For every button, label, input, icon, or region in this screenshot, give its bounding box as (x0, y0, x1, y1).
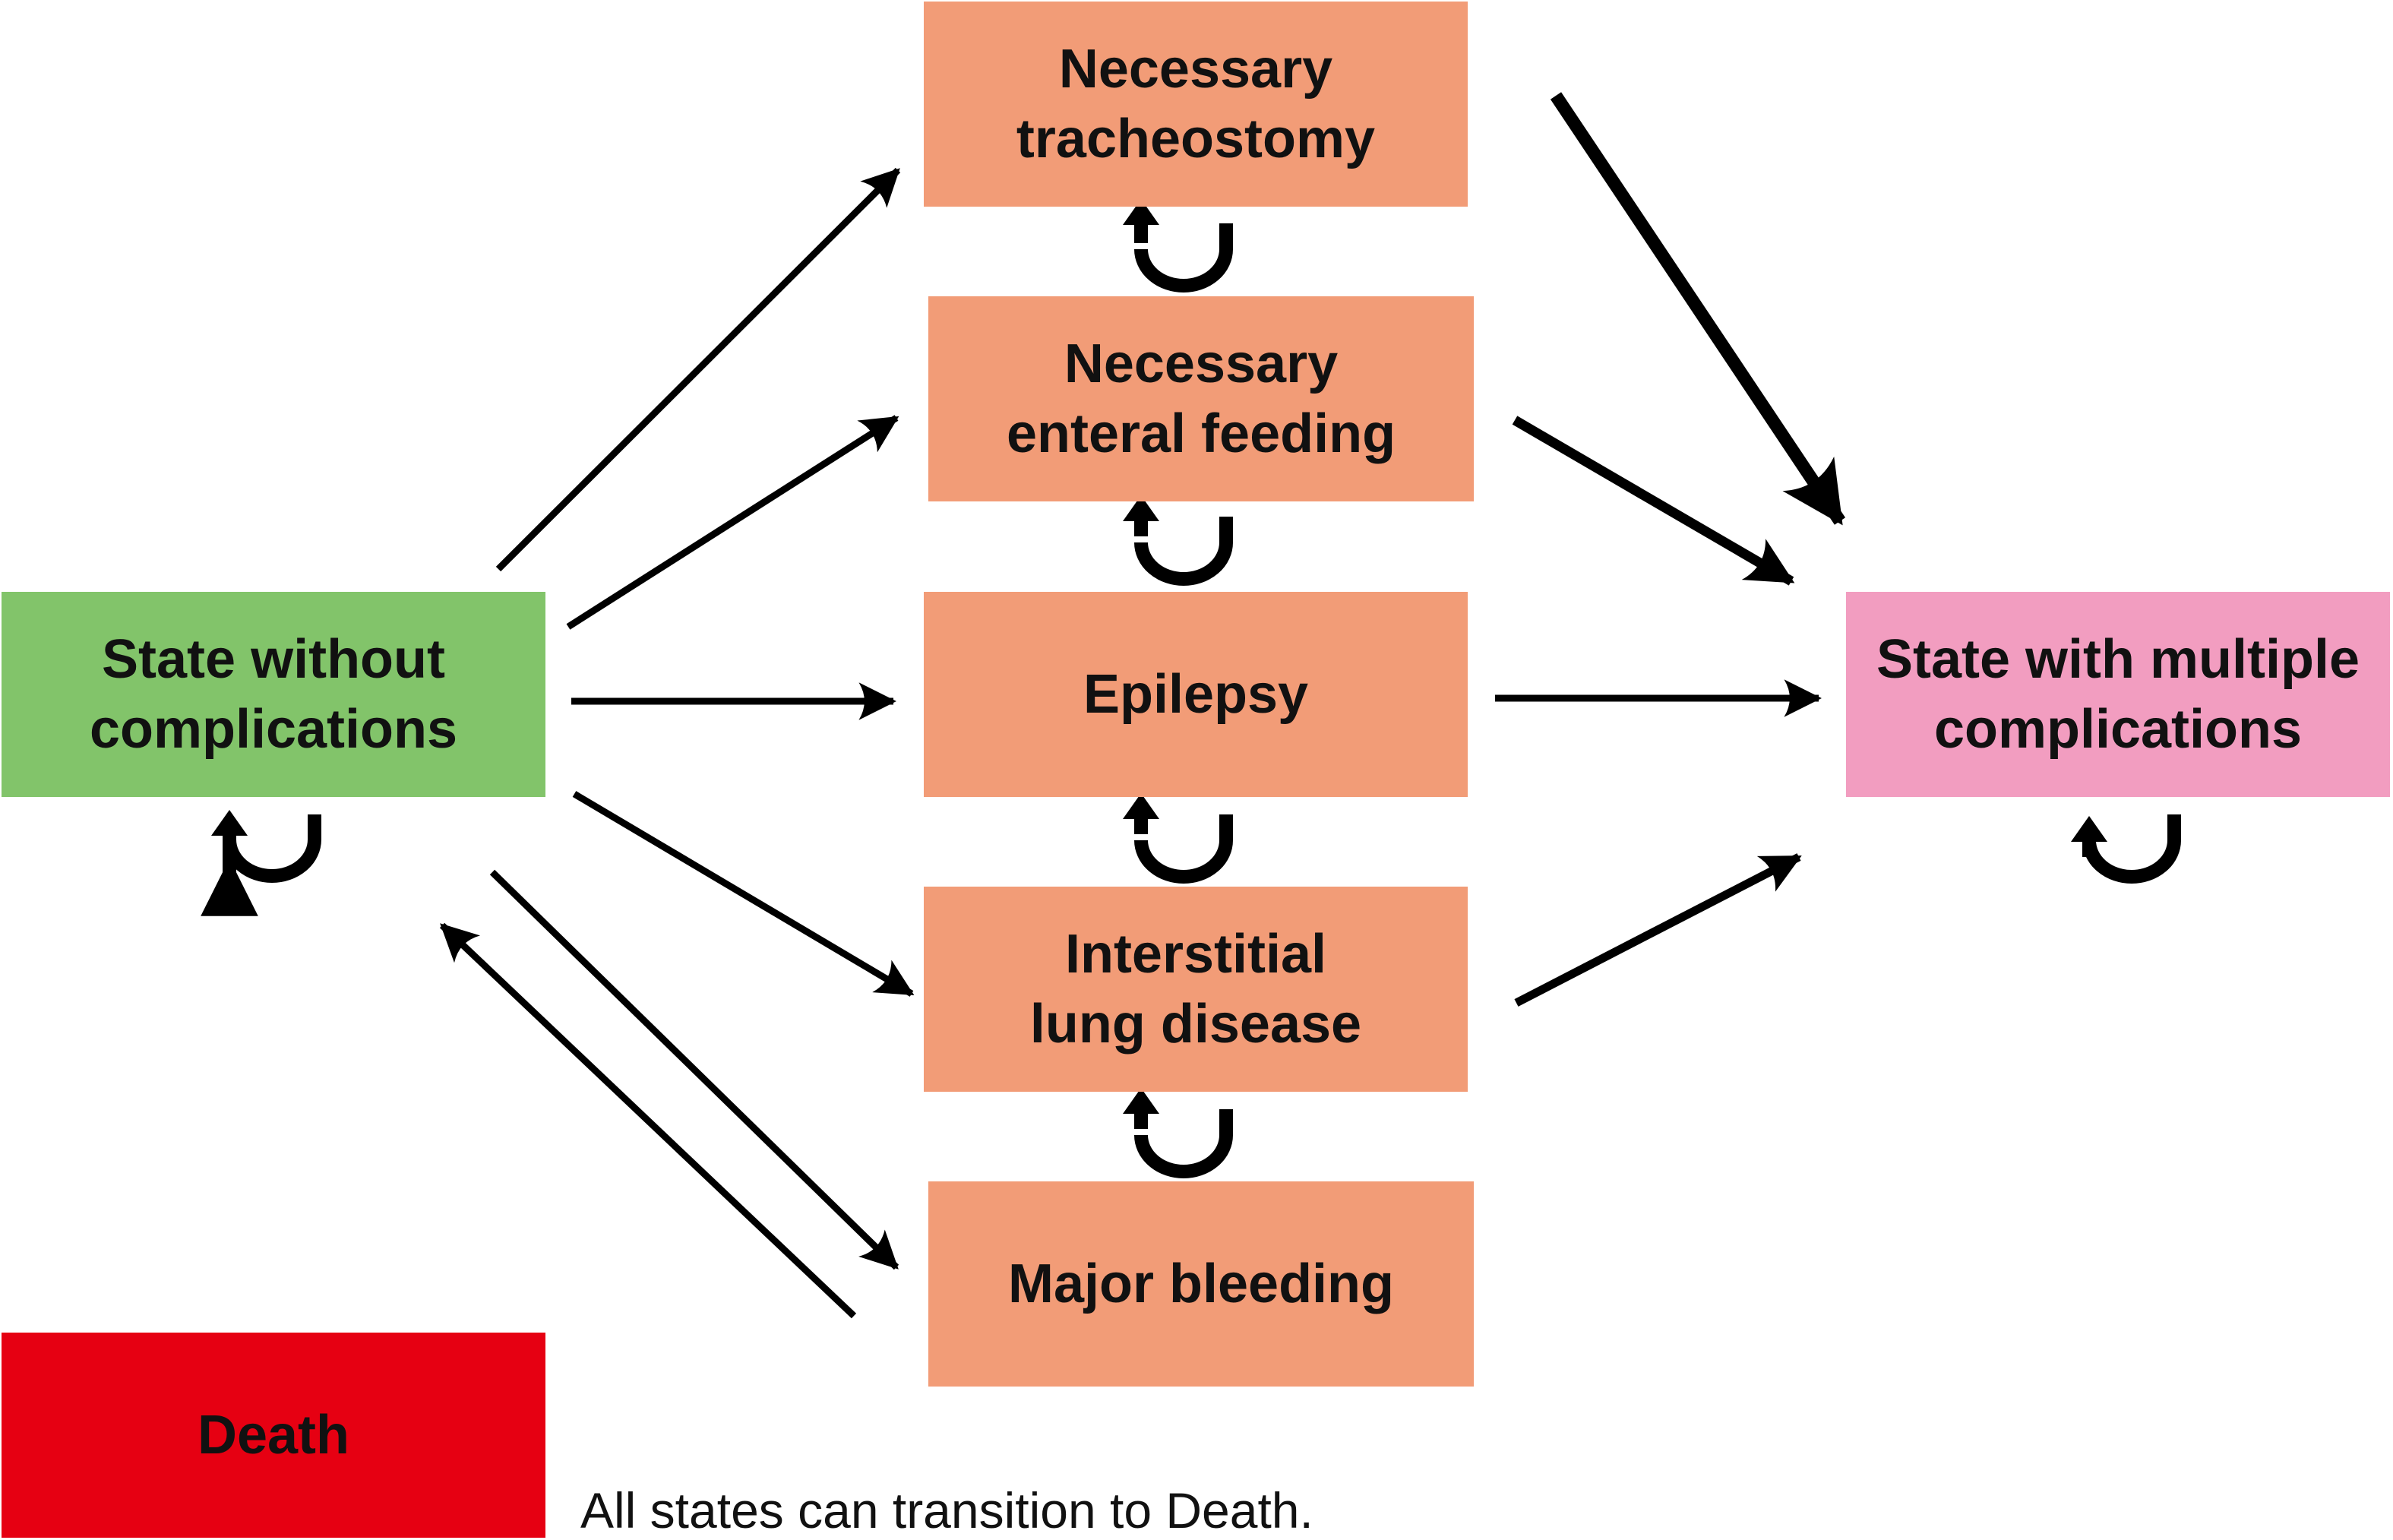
state-with-multiple-complications: State with multiple complications (1846, 592, 2390, 797)
state-interstitial-lung-disease-line1: Interstitial (1064, 924, 1327, 985)
state-necessary-enteral-feeding-line1: Necessary (1064, 334, 1339, 394)
state-with-multiple-complications-line2: complications (1933, 699, 2303, 760)
self-loop-tracheostomy (1123, 199, 1233, 293)
state-without-complications-line2: complications (89, 699, 458, 760)
state-interstitial-lung-disease: Interstitial lung disease (924, 887, 1468, 1092)
state-epilepsy: Epilepsy (924, 592, 1468, 797)
state-major-bleeding-line1: Major bleeding (1007, 1254, 1395, 1314)
state-without-complications: State without complications (2, 592, 545, 797)
state-necessary-tracheostomy-line2: tracheostomy (1016, 109, 1376, 169)
self-loop-enteral (1123, 495, 1233, 586)
self-loop-epilepsy (1123, 793, 1233, 884)
self-loop-ild (1123, 1088, 1233, 1178)
arrow-bleeding-to-start (439, 922, 857, 1319)
state-with-multiple-complications-line1: State with multiple (1876, 629, 2360, 690)
state-necessary-tracheostomy: Necessary tracheostomy (924, 2, 1468, 207)
arrow-start-to-enteral (566, 415, 899, 630)
state-necessary-enteral-feeding-line2: enteral feeding (1006, 403, 1396, 464)
state-necessary-tracheostomy-line1: Necessary (1058, 39, 1333, 100)
state-epilepsy-line1: Epilepsy (1083, 664, 1309, 725)
arrow-start-to-ild (572, 791, 915, 997)
arrow-ild-to-multiple (1514, 853, 1802, 1007)
self-loop-multiple (2071, 814, 2181, 884)
state-death: Death (2, 1333, 545, 1538)
arrow-start-to-bleeding (489, 869, 899, 1270)
state-necessary-enteral-feeding: Necessary enteral feeding (928, 296, 1474, 501)
self-loop-start (229, 814, 321, 887)
self-loop-start-head (211, 810, 248, 836)
state-interstitial-lung-disease-line2: lung disease (1029, 994, 1362, 1055)
arrow-enteral-to-multiple (1512, 416, 1795, 586)
state-major-bleeding: Major bleeding (928, 1181, 1474, 1387)
arrow-start-to-tracheostomy (495, 167, 901, 572)
footnote-death-transition: All states can transition to Death. (580, 1482, 1313, 1538)
state-death-line1: Death (197, 1405, 350, 1466)
arrow-tracheostomy-to-multiple (1550, 92, 1846, 526)
state-without-complications-line1: State without (102, 629, 445, 690)
